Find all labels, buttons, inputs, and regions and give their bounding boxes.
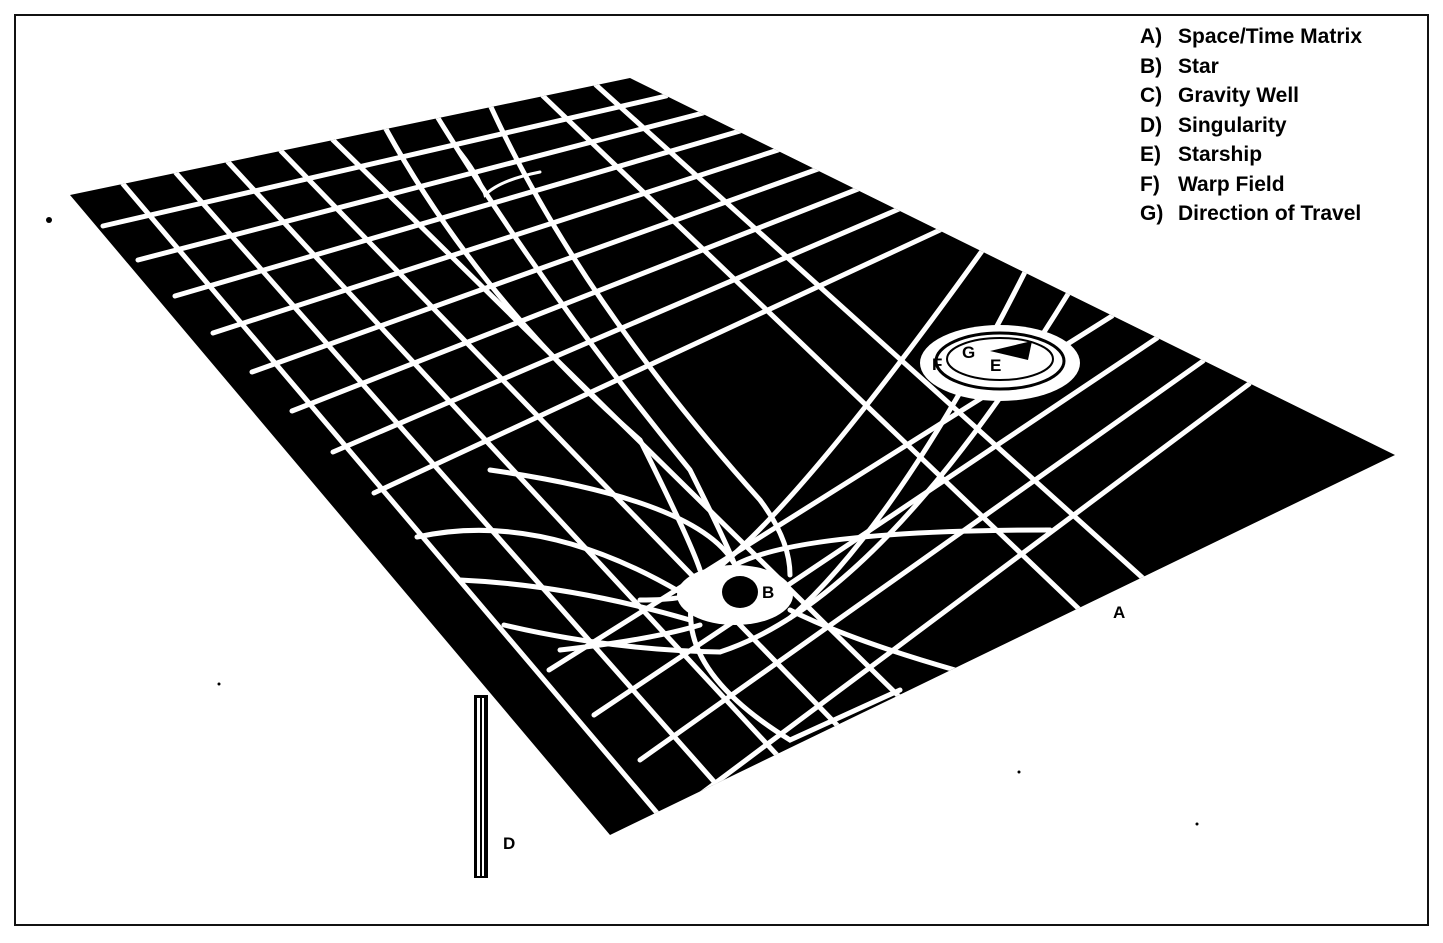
legend-item-d: D)Singularity bbox=[1140, 111, 1362, 141]
legend-item-g: G)Direction of Travel bbox=[1140, 199, 1362, 229]
label-a: A bbox=[1113, 603, 1125, 622]
legend-label: Warp Field bbox=[1178, 173, 1285, 196]
speck bbox=[1196, 823, 1199, 826]
legend-label: Star bbox=[1178, 55, 1219, 78]
legend-key: G) bbox=[1140, 199, 1178, 229]
legend-item-f: F)Warp Field bbox=[1140, 170, 1362, 200]
label-b: B bbox=[762, 583, 774, 602]
legend-key: E) bbox=[1140, 140, 1178, 170]
legend-key: A) bbox=[1140, 22, 1178, 52]
label-g: G bbox=[962, 343, 975, 362]
star-gravity-well bbox=[677, 565, 793, 625]
legend-label: Space/Time Matrix bbox=[1178, 25, 1362, 48]
legend-item-b: B)Star bbox=[1140, 52, 1362, 82]
legend-item-e: E)Starship bbox=[1140, 140, 1362, 170]
legend-label: Starship bbox=[1178, 143, 1262, 166]
legend-item-a: A)Space/Time Matrix bbox=[1140, 22, 1362, 52]
legend-item-c: C)Gravity Well bbox=[1140, 81, 1362, 111]
speck bbox=[1018, 771, 1021, 774]
legend-label: Direction of Travel bbox=[1178, 202, 1361, 225]
legend-label: Singularity bbox=[1178, 114, 1287, 137]
label-c: C bbox=[673, 536, 685, 555]
speck bbox=[218, 683, 221, 686]
legend: A)Space/Time Matrix B)Star C)Gravity Wel… bbox=[1140, 22, 1362, 229]
label-e: E bbox=[990, 356, 1001, 375]
label-f: F bbox=[932, 355, 942, 374]
legend-label: Gravity Well bbox=[1178, 84, 1299, 107]
speck bbox=[46, 217, 52, 223]
legend-key: B) bbox=[1140, 52, 1178, 82]
legend-key: F) bbox=[1140, 170, 1178, 200]
legend-key: D) bbox=[1140, 111, 1178, 141]
legend-key: C) bbox=[1140, 81, 1178, 111]
label-d: D bbox=[503, 834, 515, 853]
